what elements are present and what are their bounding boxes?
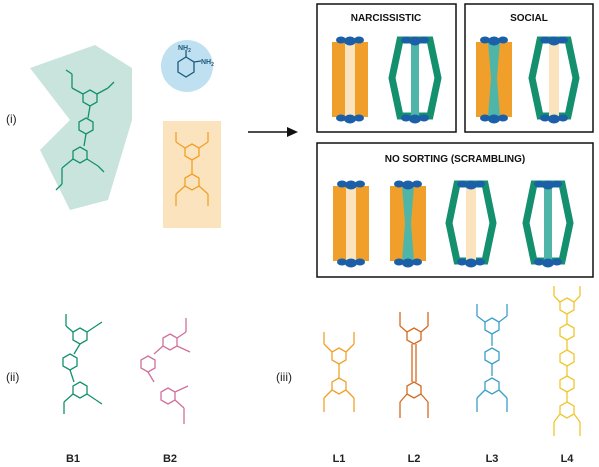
molecule-l3	[476, 304, 508, 412]
molecule-l2	[399, 312, 429, 418]
cage-scramble-3	[445, 180, 497, 268]
panel-label-i: (i)	[6, 112, 17, 126]
no-sorting-title: NO SORTING (SCRAMBLING)	[385, 154, 526, 165]
panel-label-ii: (ii)	[6, 370, 19, 384]
bent-linker-molecule	[55, 69, 115, 191]
linear-linker-molecule	[175, 132, 209, 206]
label-l3: L3	[486, 453, 499, 465]
molecule-b2	[140, 318, 191, 424]
molecule-l4	[553, 286, 581, 436]
label-b2: B2	[163, 453, 177, 465]
reaction-arrow	[248, 127, 298, 137]
cage-scramble-4	[522, 180, 574, 268]
cyclohexanediamine-molecule	[177, 50, 202, 78]
social-title: SOCIAL	[510, 13, 548, 24]
social-box	[464, 3, 594, 133]
label-l1: L1	[333, 453, 346, 465]
no-sorting-box	[316, 142, 594, 278]
label-l2: L2	[408, 453, 421, 465]
label-b1: B1	[66, 453, 80, 465]
cage-green-social	[528, 36, 580, 124]
amine-label-right: NH2	[201, 59, 214, 68]
amine-label-top: NH2	[178, 45, 191, 54]
molecule-l1	[323, 332, 355, 412]
cage-scramble-2	[390, 180, 426, 268]
bent-linker-highlight	[30, 45, 132, 210]
cage-orange-social	[476, 36, 512, 124]
cage-scramble-1	[333, 180, 369, 268]
cage-orange-narcissistic	[332, 36, 368, 124]
panel-label-iii: (iii)	[276, 370, 292, 384]
cage-green-narcissistic	[388, 36, 442, 124]
diamine-highlight	[161, 40, 213, 92]
narcissistic-title: NARCISSISTIC	[351, 13, 422, 24]
label-l4: L4	[561, 453, 575, 465]
narcissistic-box	[316, 3, 457, 133]
molecule-b1	[62, 314, 103, 414]
